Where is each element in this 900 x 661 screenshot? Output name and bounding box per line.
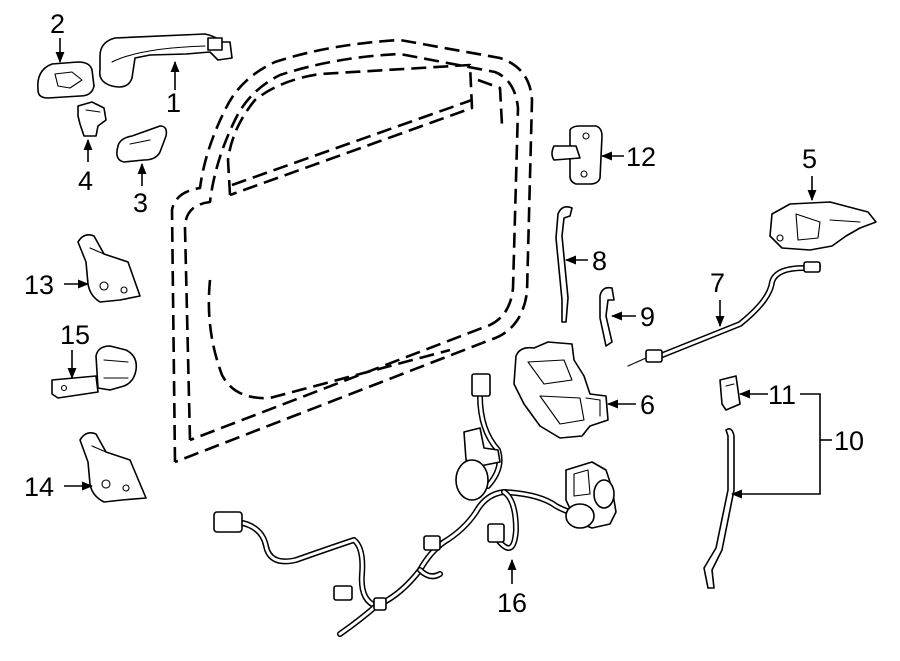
- callout-8-group: 8: [564, 246, 607, 276]
- callout-8: 8: [592, 246, 607, 276]
- lower-hinge-part: [79, 432, 147, 503]
- striker-part: [551, 125, 603, 185]
- rod-clip-part: [599, 286, 615, 347]
- callout-16-group: 16: [497, 558, 527, 618]
- callout-10: 10: [834, 426, 864, 456]
- handle-cap-part: [36, 61, 95, 99]
- callout-5-group: 5: [802, 144, 817, 202]
- callout-10-group: 10: [730, 393, 864, 499]
- door-shell-outline: [170, 38, 534, 464]
- callout-12: 12: [626, 142, 656, 172]
- callout-4: 4: [78, 166, 93, 196]
- outside-handle-part: [98, 33, 233, 88]
- callout-14: 14: [24, 472, 54, 502]
- callout-14-group: 14: [24, 472, 94, 502]
- upper-hinge-part: [77, 234, 141, 303]
- door-latch-part: [513, 341, 609, 439]
- callout-6: 6: [640, 390, 655, 420]
- callout-9-group: 9: [610, 302, 655, 332]
- callout-5: 5: [802, 144, 817, 174]
- callout-15: 15: [60, 320, 90, 350]
- release-cable-part: [627, 261, 821, 367]
- callout-7-group: 7: [710, 268, 725, 328]
- callout-4-group: 4: [78, 138, 93, 196]
- callout-2: 2: [50, 9, 65, 39]
- callout-7: 7: [710, 268, 725, 298]
- callout-12-group: 12: [600, 142, 656, 172]
- handle-gasket-part: [116, 125, 168, 163]
- latch-bracket-part: [769, 201, 877, 251]
- callout-13-group: 13: [24, 270, 90, 300]
- wiring-harness-part: [213, 373, 617, 637]
- callout-11-group: 11: [738, 380, 796, 410]
- door-check-part: [51, 345, 138, 399]
- callout-3: 3: [133, 188, 148, 218]
- callout-16: 16: [497, 588, 527, 618]
- lock-cylinder-part: [77, 101, 107, 137]
- lock-rod-clip-part: [719, 375, 741, 411]
- callout-2-group: 2: [50, 9, 65, 64]
- callout-3-group: 3: [133, 162, 148, 218]
- callout-11: 11: [768, 380, 796, 410]
- callout-9: 9: [640, 302, 655, 332]
- callout-13: 13: [24, 270, 54, 300]
- callout-1: 1: [166, 88, 181, 118]
- callout-15-group: 15: [60, 320, 90, 380]
- lock-rod-part: [555, 206, 573, 323]
- inside-lock-rod-part: [703, 428, 735, 589]
- callout-6-group: 6: [606, 390, 655, 420]
- callout-1-group: 1: [166, 60, 181, 118]
